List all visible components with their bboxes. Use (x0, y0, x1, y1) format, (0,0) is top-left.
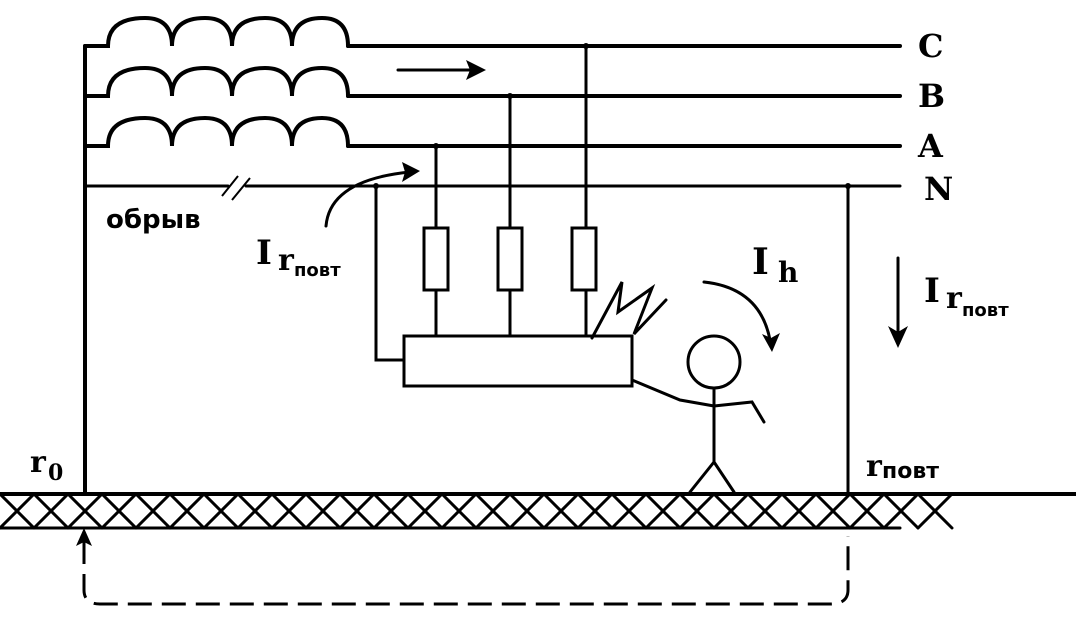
node-a (433, 143, 439, 149)
arrow-top (396, 60, 486, 80)
hatch-line (610, 492, 648, 530)
hatch-line (134, 492, 172, 530)
break-mark (221, 175, 251, 201)
node-c (583, 43, 589, 49)
hatch-line (916, 492, 954, 530)
current-repeat-symbol: I (256, 233, 272, 273)
human-figure (630, 334, 766, 494)
arrow-down-right (888, 256, 908, 348)
hatch-line (66, 492, 104, 530)
zeroing-conductor (374, 184, 406, 362)
hatch-line (882, 492, 920, 530)
phase-label-a: A (917, 127, 944, 165)
hatch-line (304, 492, 342, 530)
hatch-line (474, 492, 512, 530)
hatch-line (644, 492, 682, 530)
current-repeat-subsub: повт (294, 260, 341, 281)
winding-c (83, 15, 350, 48)
winding-a (83, 115, 350, 148)
hatch-line (236, 492, 274, 530)
node-n-right (845, 183, 851, 189)
equipment-housing (402, 334, 634, 388)
hatch-line (746, 492, 784, 530)
hatch-line (168, 492, 206, 530)
hatch-line (440, 492, 478, 530)
hatch-line (270, 492, 308, 530)
transformer-windings (83, 15, 350, 148)
current-repeat-sub: r (278, 243, 295, 278)
arrow-human-current (702, 280, 780, 352)
current-right-sub: r (946, 281, 963, 316)
hatch-line (372, 492, 410, 530)
hatch-line (848, 492, 886, 530)
hatch-line (814, 492, 852, 530)
phase-label-b: B (918, 77, 945, 115)
r0-sub: 0 (48, 460, 63, 486)
break-label: обрыв (106, 205, 201, 235)
hatch-line (542, 492, 580, 530)
winding-b (83, 65, 350, 98)
r-repeat-sub: повт (882, 459, 939, 484)
r0-symbol: r (30, 445, 47, 480)
hatch-line (406, 492, 444, 530)
hatch-line (508, 492, 546, 530)
hatch-line (780, 492, 818, 530)
hatch-line (0, 492, 36, 530)
current-right-symbol: I (924, 271, 940, 311)
hatch-line (100, 492, 138, 530)
current-human-sub: h (778, 256, 798, 289)
arrow-curved-neutral (324, 162, 420, 228)
current-right-subsub: повт (962, 300, 1009, 321)
hatch-line (576, 492, 614, 530)
node-n-left (373, 183, 379, 189)
hatch-line (678, 492, 716, 530)
r-repeat-symbol: r (866, 449, 883, 484)
hatch-line (32, 492, 70, 530)
fuse-a (422, 226, 450, 292)
ground-hatching (0, 492, 954, 530)
fault-spark (590, 281, 668, 340)
fuse-c (570, 226, 598, 292)
earth-return-path (76, 528, 850, 606)
current-human-symbol: I (752, 241, 769, 283)
hatch-line (338, 492, 376, 530)
fuse-b (496, 226, 524, 292)
hatch-line (712, 492, 750, 530)
phase-label-c: C (918, 27, 943, 65)
hatch-line (202, 492, 240, 530)
node-b (507, 93, 513, 99)
phase-label-n: N (924, 170, 953, 208)
